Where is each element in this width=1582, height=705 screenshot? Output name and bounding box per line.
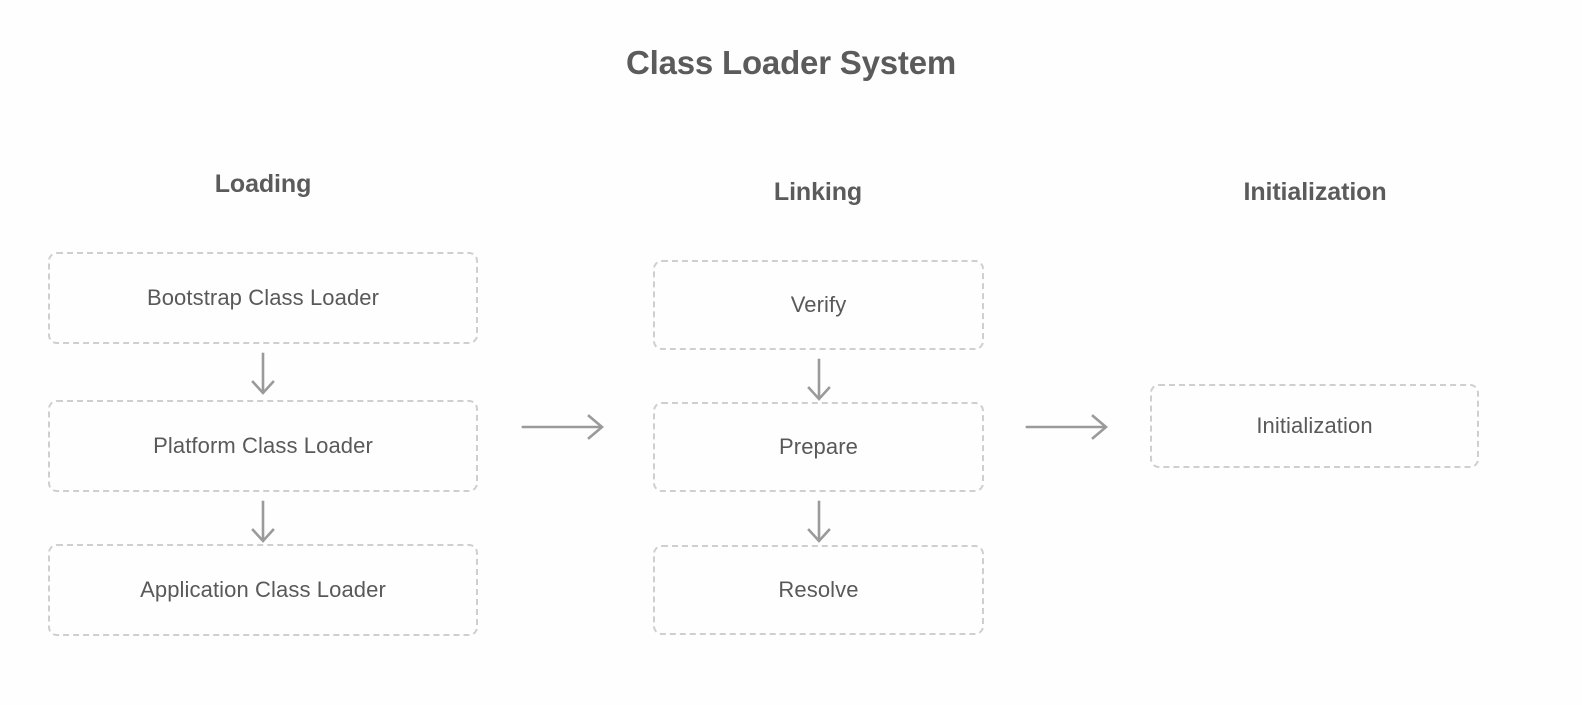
column-header-initialization: Initialization: [1243, 178, 1387, 206]
node-verify[interactable]: Verify: [653, 260, 984, 350]
node-prepare[interactable]: Prepare: [653, 402, 984, 492]
column-header-linking: Linking: [773, 178, 863, 206]
node-resolve[interactable]: Resolve: [653, 545, 984, 635]
column-header-loading: Loading: [214, 170, 312, 198]
arrow-down-icon: [807, 358, 831, 401]
node-initialization[interactable]: Initialization: [1150, 384, 1479, 468]
page-title: Class Loader System: [625, 44, 957, 81]
arrow-down-icon: [251, 500, 275, 543]
arrow-right-icon: [1025, 414, 1109, 440]
node-bootstrap-class-loader[interactable]: Bootstrap Class Loader: [48, 252, 478, 344]
node-application-class-loader[interactable]: Application Class Loader: [48, 544, 478, 636]
node-platform-class-loader[interactable]: Platform Class Loader: [48, 400, 478, 492]
arrow-down-icon: [251, 352, 275, 395]
arrow-down-icon: [807, 500, 831, 543]
arrow-right-icon: [521, 414, 605, 440]
